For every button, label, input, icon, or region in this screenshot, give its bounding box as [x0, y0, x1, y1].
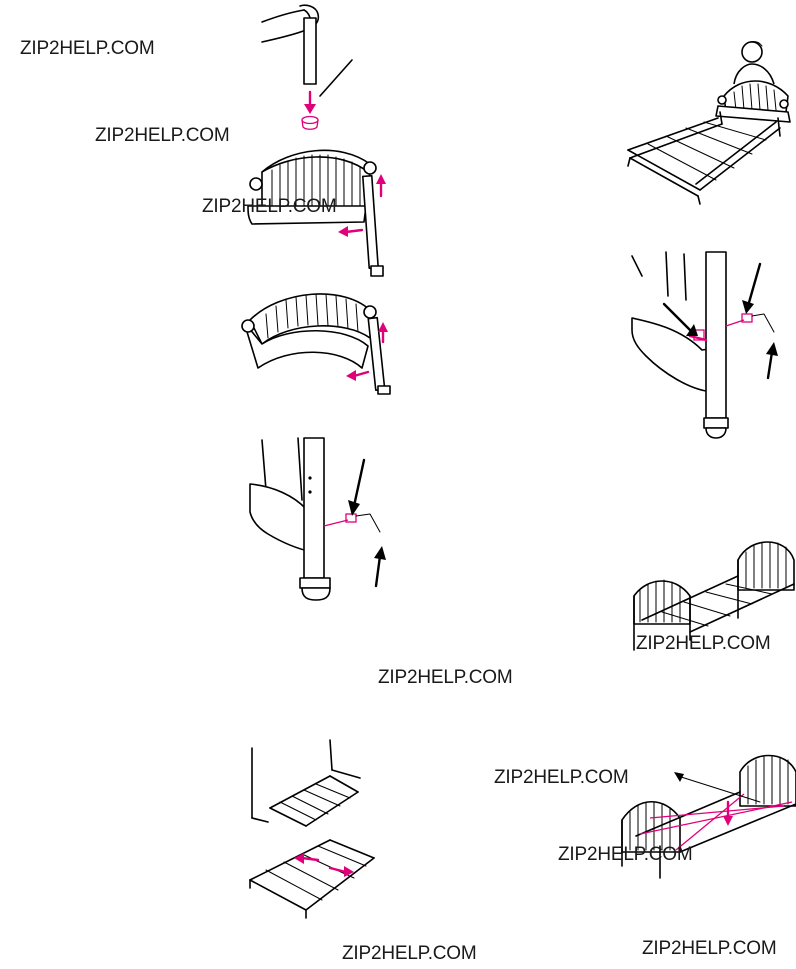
watermark-text: ZIP2HELP.COM: [20, 38, 155, 59]
watermark-text: ZIP2HELP.COM: [342, 943, 477, 964]
watermark-text: ZIP2HELP.COM: [642, 938, 777, 959]
watermark-text: ZIP2HELP.COM: [558, 844, 693, 865]
person-lifting-headboard-frame-illustration: [627, 41, 791, 205]
watermark-text: ZIP2HELP.COM: [378, 667, 513, 688]
watermark-text: ZIP2HELP.COM: [494, 767, 629, 788]
assembled-bed-frame-illustration: [633, 541, 795, 651]
post-bolt-tighten-illustration: [249, 437, 386, 601]
slat-frame-unfold-illustration: [249, 739, 375, 919]
footboard-post-attach-illustration: [241, 293, 391, 395]
headboard-post-attach-illustration: [247, 149, 386, 277]
watermark-text: ZIP2HELP.COM: [636, 633, 771, 654]
watermark-text: ZIP2HELP.COM: [95, 125, 230, 146]
bed-frame-measure-illustration: [621, 754, 796, 879]
bed-post-cap-install-illustration: [261, 4, 353, 130]
side-rail-bolt-illustration: [631, 251, 778, 439]
watermark-text: ZIP2HELP.COM: [202, 196, 337, 217]
